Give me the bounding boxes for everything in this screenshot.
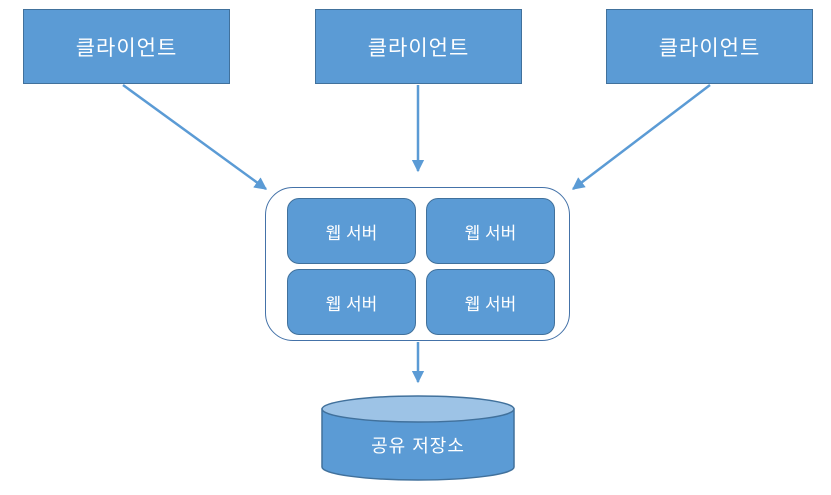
web-server-node-1: 웹 서버 xyxy=(287,198,416,264)
web-server-node-2: 웹 서버 xyxy=(426,198,555,264)
storage-label: 공유 저장소 xyxy=(371,436,465,456)
web-server-node-3-label: 웹 서버 xyxy=(325,294,378,314)
web-server-node-1-label: 웹 서버 xyxy=(325,223,378,243)
storage-cylinder-top xyxy=(321,395,515,423)
storage-cylinder-body xyxy=(321,408,515,481)
client-node-3-label: 클라이언트 xyxy=(658,36,761,60)
arrow-client3-to-pool xyxy=(572,84,711,190)
web-server-node-4: 웹 서버 xyxy=(426,269,555,335)
client-node-3: 클라이언트 xyxy=(606,9,813,84)
client-node-1-label: 클라이언트 xyxy=(75,36,178,60)
web-server-node-2-label: 웹 서버 xyxy=(464,223,517,243)
client-node-2: 클라이언트 xyxy=(315,9,522,84)
arrow-client1-to-pool xyxy=(122,83,268,191)
client-node-2-label: 클라이언트 xyxy=(367,36,470,60)
client-node-1: 클라이언트 xyxy=(23,9,230,84)
web-server-node-3: 웹 서버 xyxy=(287,269,416,335)
storage-cylinder-shape xyxy=(321,395,515,481)
web-server-node-4-label: 웹 서버 xyxy=(464,294,517,314)
